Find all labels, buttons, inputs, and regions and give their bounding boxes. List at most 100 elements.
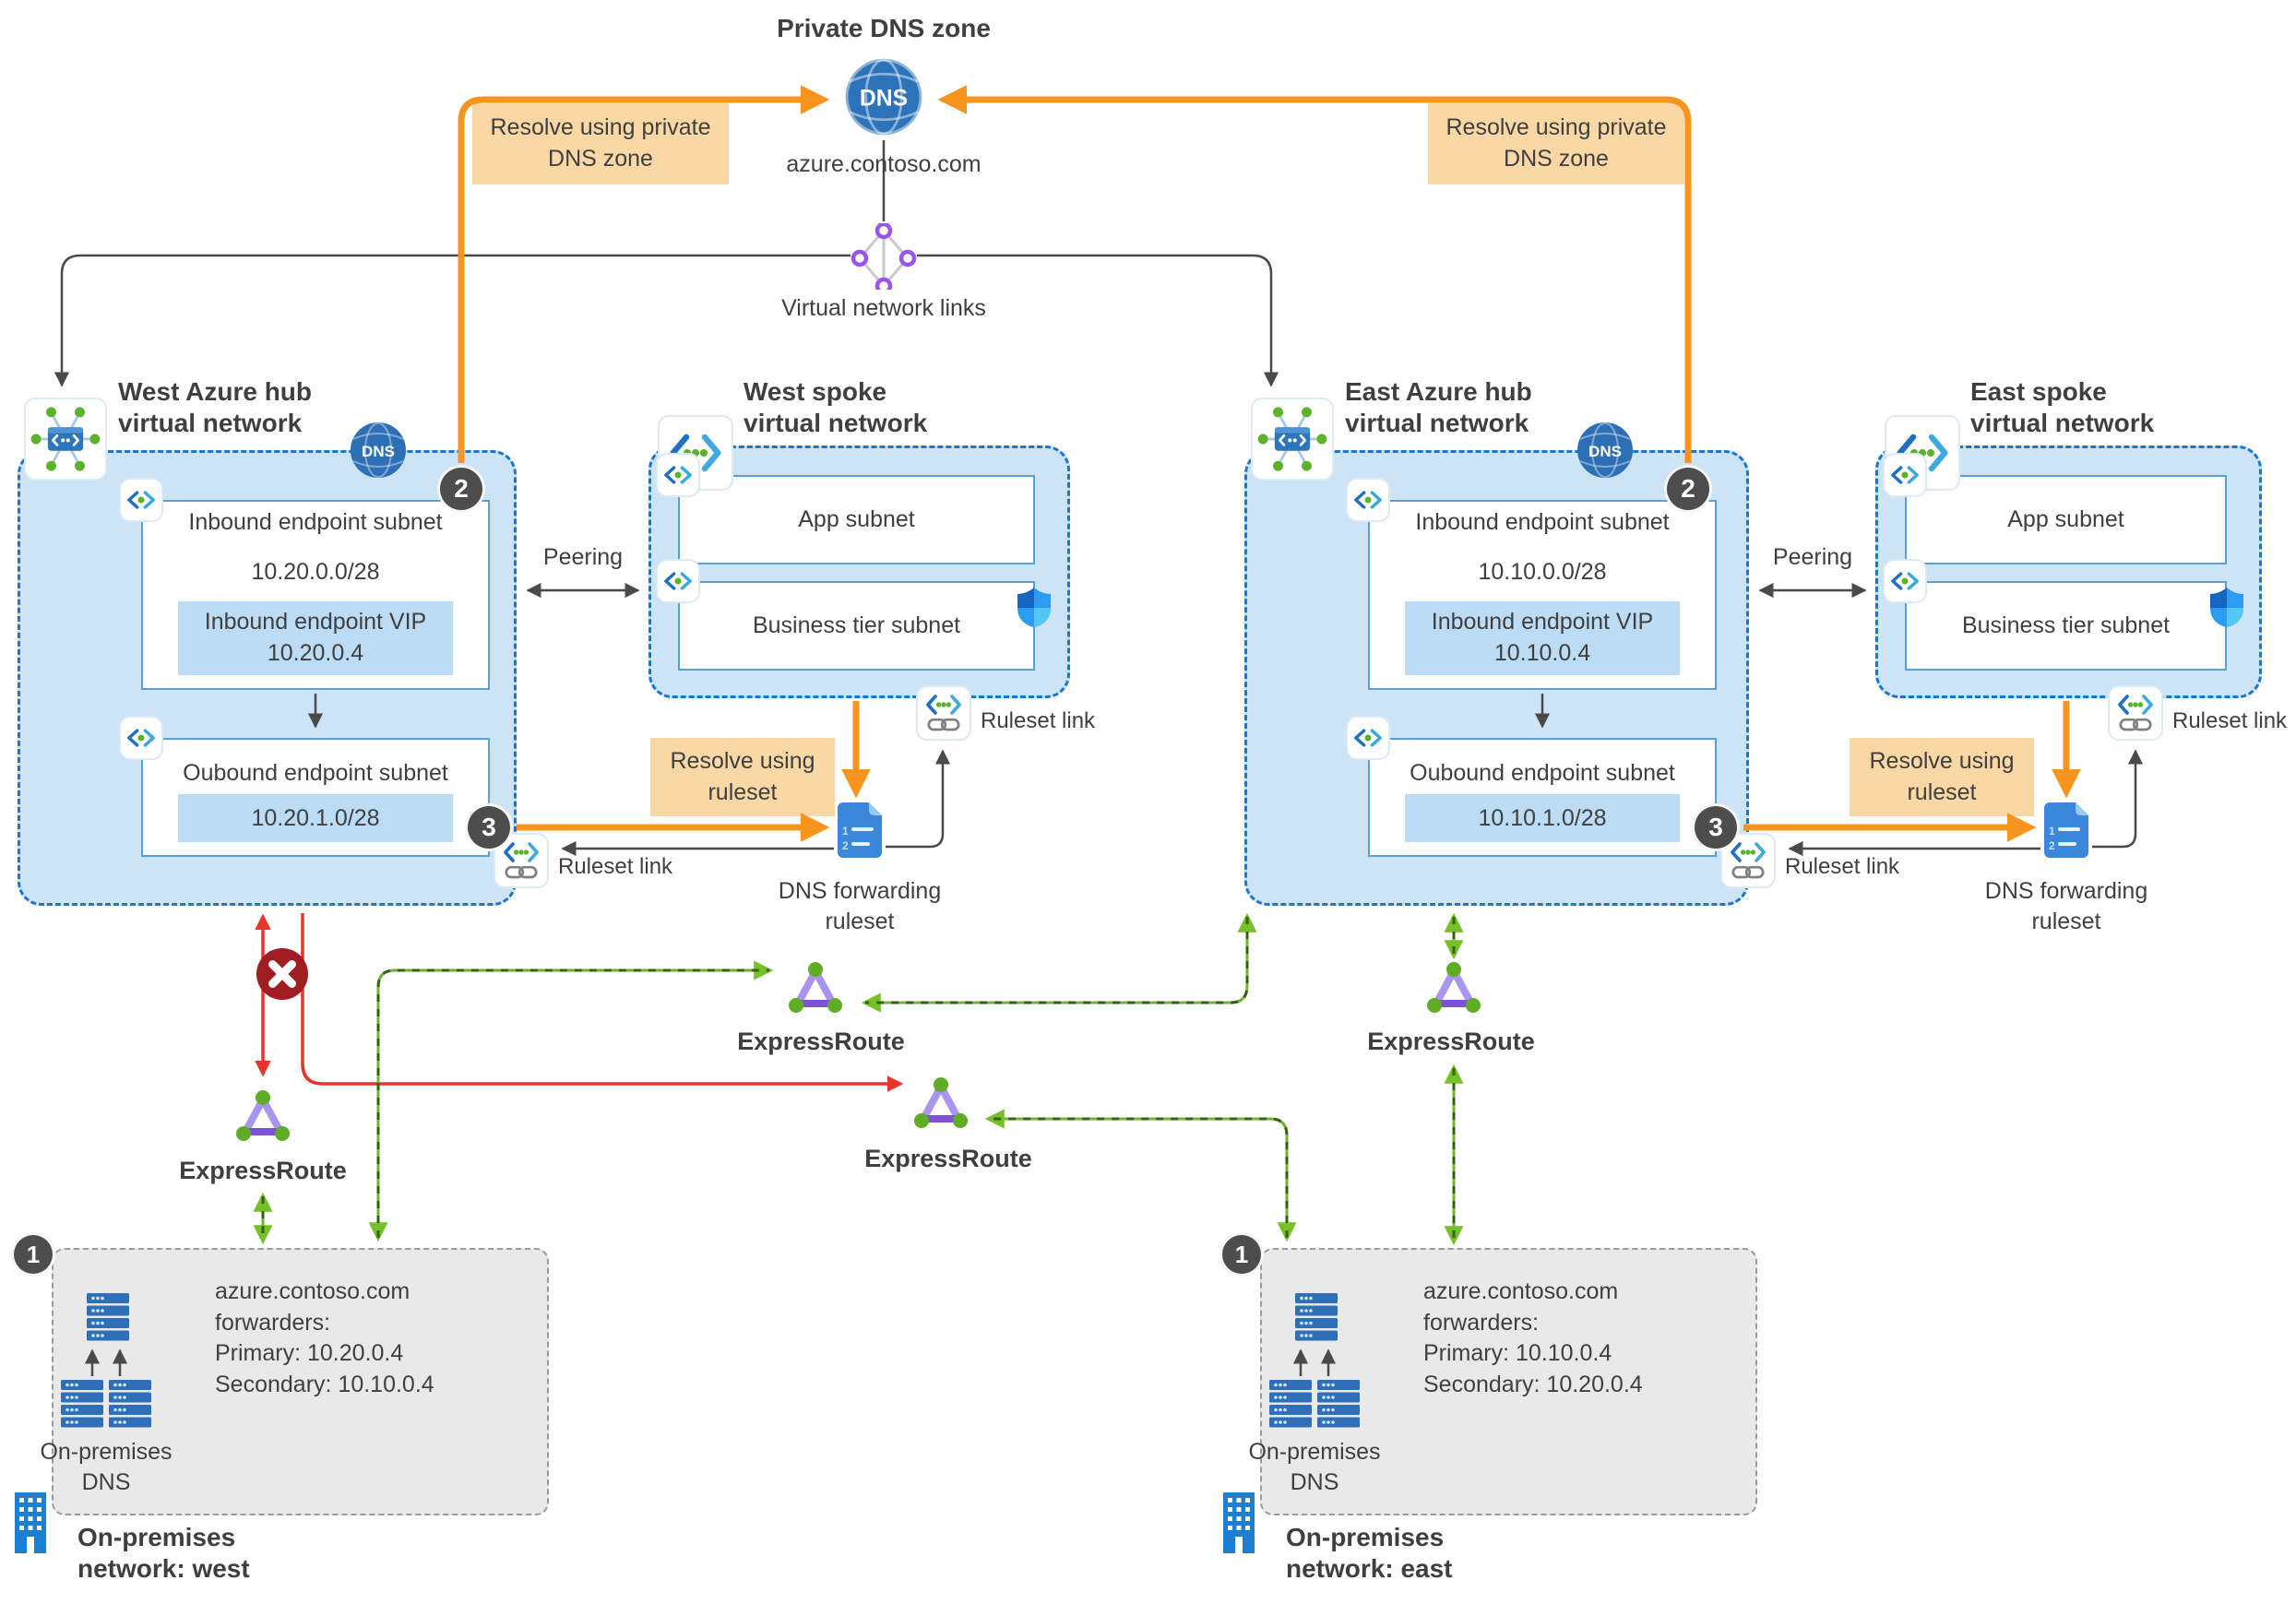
expressroute-east-label: ExpressRoute — [1367, 1028, 1535, 1055]
hub-east-vnet-icon — [1251, 398, 1334, 481]
svg-text:1: 1 — [2049, 825, 2055, 838]
hub-east-inbound-cidr: 10.10.0.0/28 — [1478, 559, 1607, 585]
green-onprem-east-to-lower-mid-er — [984, 1109, 1297, 1242]
label-line2: DNS — [1290, 1468, 1339, 1495]
vip-label: Inbound endpoint VIP — [204, 609, 427, 636]
spoke-east-app-label: App subnet — [2007, 506, 2124, 533]
dns-zone-name: azure.contoso.com — [786, 151, 981, 177]
spoke-west-nsg-shield-icon — [1016, 586, 1053, 629]
expressroute-mid-upper-label: ExpressRoute — [737, 1028, 905, 1055]
onprem-east-dns-server-left-icon — [1269, 1380, 1312, 1428]
label-line1: On-premises — [1248, 1439, 1381, 1465]
hub-east-outbound-label: Oubound endpoint subnet — [1410, 760, 1675, 786]
link-diamond-to-west-hub — [54, 254, 851, 387]
label-line2: network: west — [77, 1553, 250, 1583]
fwd-line3: Primary: 10.10.0.4 — [1423, 1340, 1612, 1366]
peering-west-label: Peering — [542, 544, 624, 570]
onprem-east-dns-server-right-icon — [1317, 1380, 1360, 1428]
hub-east-vip-box: Inbound endpoint VIP 10.10.0.4 — [1405, 601, 1680, 675]
onprem-west-dns-server-top-icon — [87, 1293, 129, 1341]
spoke-west-app-label: App subnet — [798, 506, 915, 533]
hub-east-inbound-subnet-icon — [1346, 478, 1390, 522]
hub-east-title: East Azure hub virtual network — [1345, 376, 1677, 438]
fwd-line2: forwarders: — [215, 1309, 331, 1336]
spoke-east-ruleset-link-icon — [2108, 685, 2163, 741]
hub-west-ruleset-link-label: Ruleset link — [558, 854, 673, 879]
label-line1: DNS forwarding — [778, 878, 942, 904]
svg-text:2: 2 — [2049, 839, 2055, 852]
step-1-badge-east: 1 — [1219, 1232, 1264, 1277]
spoke-east-title: East spoke virtual network — [1970, 376, 2247, 438]
fwd-line3: Primary: 10.20.0.4 — [215, 1340, 404, 1366]
label-line2: DNS — [81, 1468, 131, 1495]
onprem-west-network-label: On-premises network: west — [77, 1522, 354, 1584]
resolve-ruleset-west-label: Resolve using ruleset — [650, 738, 835, 816]
spoke-east-business-subnet-icon — [1883, 559, 1927, 603]
fwd-line4: Secondary: 10.10.0.4 — [215, 1371, 434, 1397]
dns-zone-icon-label: DNS — [860, 87, 908, 112]
spoke-east-app-box — [1905, 475, 2227, 564]
label-line1: On-premises — [77, 1523, 236, 1551]
step-2-badge-west: 2 — [437, 465, 485, 513]
onprem-east-building-icon — [1223, 1487, 1255, 1553]
expressroute-mid-lower-label: ExpressRoute — [864, 1145, 1032, 1172]
step-3-badge-east: 3 — [1692, 803, 1740, 851]
dns-forwarding-ruleset-west-label: DNS forwarding ruleset — [767, 876, 952, 936]
hub-west-title-line2: virtual network — [118, 408, 303, 437]
svg-text:2: 2 — [842, 839, 849, 852]
spoke-east-app-subnet-icon — [1883, 453, 1927, 497]
peering-east-label: Peering — [1772, 544, 1853, 570]
arrow-east-doc-to-spoke-ruleset-link — [2092, 749, 2144, 849]
hub-west-inbound-label: Inbound endpoint subnet — [188, 509, 443, 535]
label-line1: DNS forwarding — [1984, 878, 2148, 904]
fwd-line1: azure.contoso.com — [215, 1278, 410, 1304]
spoke-west-ruleset-link-icon — [916, 685, 971, 741]
hub-east-outbound-subnet-icon — [1346, 716, 1390, 760]
expressroute-mid-lower-icon — [911, 1075, 970, 1135]
onprem-west-forwarders-text: azure.contoso.com forwarders: Primary: 1… — [215, 1277, 529, 1400]
hub-east-dns-badge-icon: DNS — [1576, 421, 1635, 480]
hub-east-ruleset-link-label: Ruleset link — [1785, 854, 1900, 879]
dns-zone-icon: DNS — [843, 56, 924, 137]
hub-east-title-line1: East Azure hub — [1345, 377, 1532, 406]
step-2-badge-east: 2 — [1664, 465, 1712, 513]
onprem-east-dns-server-top-icon — [1295, 1293, 1338, 1341]
orange-west-hub-to-dns-zone — [458, 85, 830, 463]
step-1-badge-west: 1 — [11, 1232, 55, 1277]
dns-forwarding-ruleset-east-label: DNS forwarding ruleset — [1974, 876, 2159, 936]
spoke-west-business-box — [678, 581, 1035, 671]
hub-west-title: West Azure hub virtual network — [118, 376, 450, 438]
spoke-west-title-line1: West spoke — [744, 377, 887, 406]
fwd-line2: forwarders: — [1423, 1309, 1540, 1336]
expressroute-east-icon — [1424, 960, 1483, 1019]
spoke-west-title: West spoke virtual network — [744, 376, 1020, 438]
resolve-private-west-label: Resolve using private DNS zone — [472, 103, 729, 184]
vip-label: Inbound endpoint VIP — [1431, 609, 1654, 636]
spoke-west-title-line2: virtual network — [744, 408, 928, 437]
arrow-west-doc-to-spoke-ruleset-link — [886, 749, 951, 849]
hub-west-title-line1: West Azure hub — [118, 377, 313, 406]
spoke-west-app-box — [678, 475, 1035, 564]
orange-east-hub-to-dns-zone — [937, 85, 1692, 463]
hub-east-inbound-label: Inbound endpoint subnet — [1415, 509, 1670, 535]
virtual-network-links-label: Virtual network links — [781, 295, 986, 321]
hub-east-title-line2: virtual network — [1345, 408, 1529, 437]
label-line1: On-premises — [1286, 1523, 1445, 1551]
expressroute-mid-upper-icon — [786, 960, 845, 1019]
red-west-hub-to-mid-expressroute — [301, 913, 904, 1092]
dns-forwarding-ruleset-west-icon: 1 2 — [836, 801, 884, 860]
onprem-west-dns-label: On-premises DNS — [28, 1437, 184, 1497]
private-dns-zone-title: Private DNS zone — [777, 14, 991, 42]
green-onprem-west-to-mid-er — [368, 960, 774, 1242]
onprem-east-network-label: On-premises network: east — [1286, 1522, 1563, 1584]
label-line2: network: east — [1286, 1553, 1453, 1583]
resolve-ruleset-east-label: Resolve using ruleset — [1850, 738, 2034, 816]
svg-text:1: 1 — [842, 825, 849, 838]
onprem-east-forwarders-text: azure.contoso.com forwarders: Primary: 1… — [1423, 1277, 1737, 1400]
outbound-cidr: 10.20.1.0/28 — [251, 804, 380, 831]
spoke-west-business-subnet-icon — [656, 559, 700, 603]
label-line2: ruleset — [825, 908, 895, 934]
hub-west-dns-badge-label: DNS — [362, 443, 395, 460]
fwd-line1: azure.contoso.com — [1423, 1278, 1619, 1304]
